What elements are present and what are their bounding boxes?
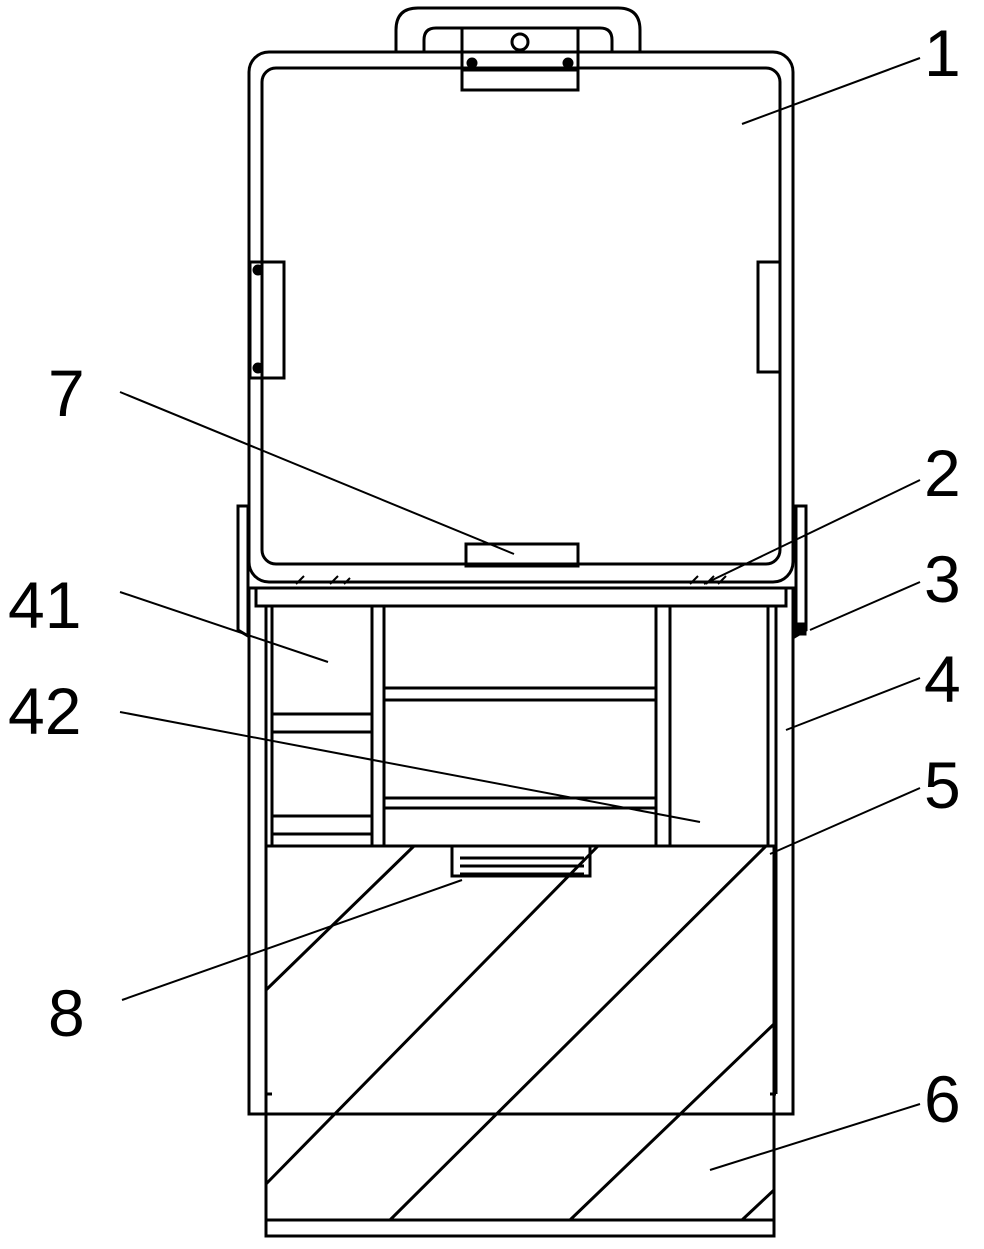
leader-42 [119,711,701,823]
label-5: 5 [924,748,961,822]
label-7: 7 [48,356,85,430]
leader-7 [119,391,515,555]
right-bracket-3 [794,504,808,639]
leader-2 [703,479,921,585]
left-hinge [248,260,286,380]
leader-lines [119,57,921,1171]
internal-shelving [270,606,770,846]
leader-3 [809,581,921,631]
outer-frame-4 [247,586,795,1116]
leader-4 [785,677,921,731]
leader-1 [741,57,921,125]
case-inner-panel [260,66,782,566]
handle [394,6,642,52]
right-hinge [756,260,782,374]
label-6: 6 [924,1062,961,1136]
label-2: 2 [924,436,961,510]
leader-5 [769,787,921,855]
side-brackets [236,504,808,639]
label-41: 41 [8,568,82,642]
base-plate-2 [254,586,788,608]
label-3: 3 [924,542,961,616]
label-4: 4 [924,642,961,716]
leader-41 [119,591,329,663]
left-bracket [236,504,250,639]
leader-6 [709,1103,921,1171]
clip-7 [464,542,580,568]
label-42: 42 [8,674,82,748]
upper-case [247,6,795,585]
label-8: 8 [48,976,85,1050]
leader-8 [121,879,463,1001]
case-outer-shell [247,50,795,584]
slot-8 [450,844,592,878]
drawer-6 [264,844,776,1238]
label-1: 1 [924,16,961,90]
